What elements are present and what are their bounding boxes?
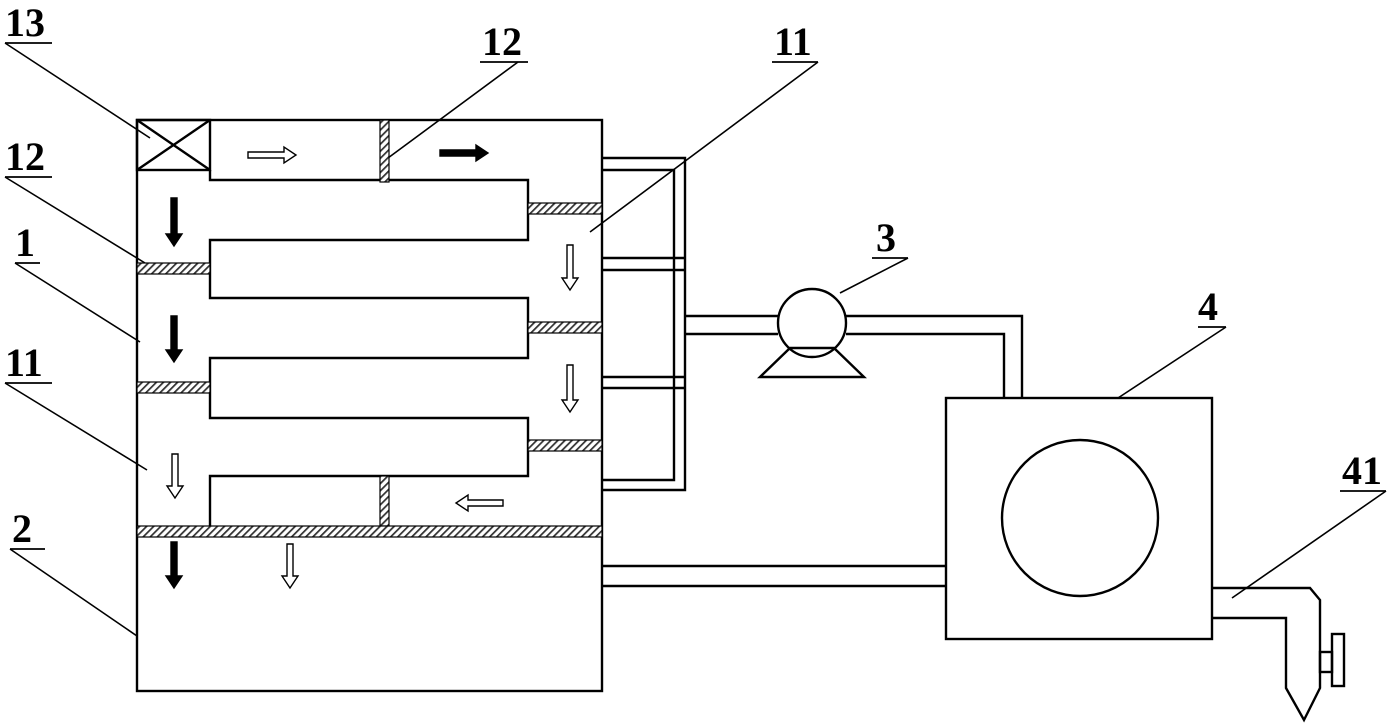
label-partition-left: 12 [5,134,45,179]
outlet-pipe [1212,586,1322,723]
pump-icon [757,287,867,379]
label-channel-top: 11 [774,19,812,64]
callout-underlines [5,42,1386,550]
arrow-icon [560,364,580,414]
return-pipe [602,564,946,588]
arrow-icon [164,197,184,248]
crossed-box-icon [135,118,212,172]
flow-arrows [164,143,580,590]
label-partition-top: 12 [482,19,522,64]
arrow-icon [247,145,298,165]
arrow-icon [439,143,490,163]
leader-lines [4,42,1387,637]
pump-pipes [685,314,1024,398]
label-inlet: 13 [5,0,45,45]
label-bottom-tank: 2 [12,506,32,551]
valve-handle-icon [1318,632,1346,688]
arrow-icon [164,541,184,590]
label-channel-left: 11 [5,340,43,385]
label-water-tank: 1 [15,220,35,265]
collector-pipes [602,156,687,492]
device-box [944,396,1214,641]
label-outlet-pipe: 41 [1342,448,1382,493]
partition-plates [136,119,603,538]
arrow-icon [560,244,580,292]
callout-labels: 13 12 11 12 1 11 2 3 4 41 [5,0,1382,551]
arrow-icon [164,315,184,364]
arrow-icon [280,543,300,590]
arrow-icon [165,453,185,500]
baffle-channel-walls [208,170,530,526]
arrow-icon [454,493,504,513]
label-device: 4 [1198,284,1218,329]
tank-outline [135,118,604,693]
label-pump: 3 [876,215,896,260]
